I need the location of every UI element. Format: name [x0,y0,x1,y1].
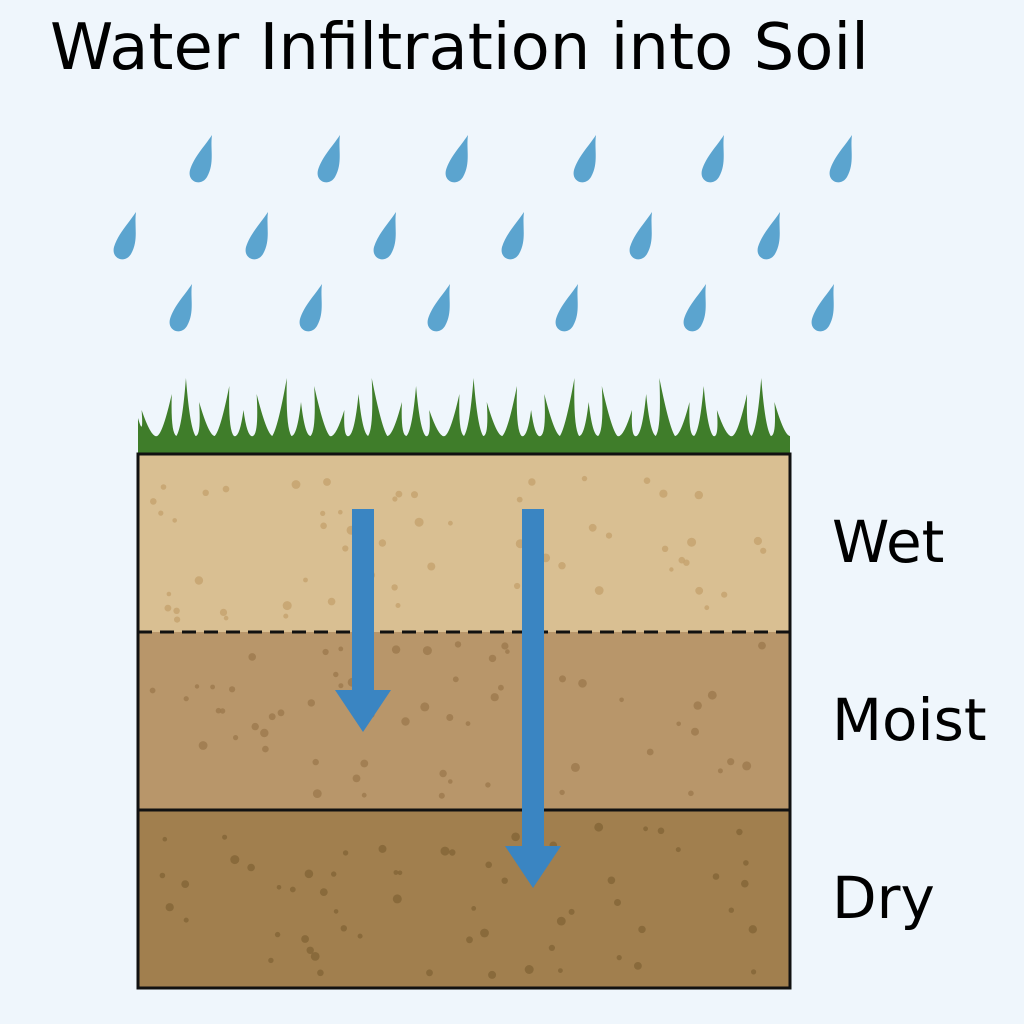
soil-layer-wet [138,454,790,632]
layer-label-dry: Dry [832,864,935,932]
raindrop-icon [445,135,468,183]
layer-label-moist: Moist [832,686,987,754]
raindrop-icon [317,135,340,183]
raindrop-icon [757,212,780,260]
page-title: Water Infiltration into Soil [50,11,869,85]
raindrop-icon [113,212,136,260]
soil-layer-moist [138,632,790,810]
grass-icon [138,378,790,454]
soil-outline [136,452,792,990]
raindrop-icon [245,212,268,260]
raindrop-icon [829,135,852,183]
down-arrow-icon [335,509,391,732]
raindrop-icon [555,284,578,332]
infiltration-arrows [335,509,561,888]
raindrop-icon [683,284,706,332]
raindrop-icon [169,284,192,332]
soil-profile [136,452,792,990]
soil-speckles [150,475,767,623]
soil-speckles [159,822,757,979]
raindrop-icon [189,135,212,183]
soil-layer-dry [138,810,790,988]
raindrop-icon [427,284,450,332]
raindrop-icon [573,135,596,183]
raindrop-icon [501,212,524,260]
raindrop-icon [299,284,322,332]
raindrop-icon [811,284,834,332]
raindrop-icon [373,212,396,260]
raindrop-icon [629,212,652,260]
layer-label-wet: Wet [832,508,945,576]
rain [113,135,852,332]
down-arrow-icon [505,509,561,888]
raindrop-icon [701,135,724,183]
